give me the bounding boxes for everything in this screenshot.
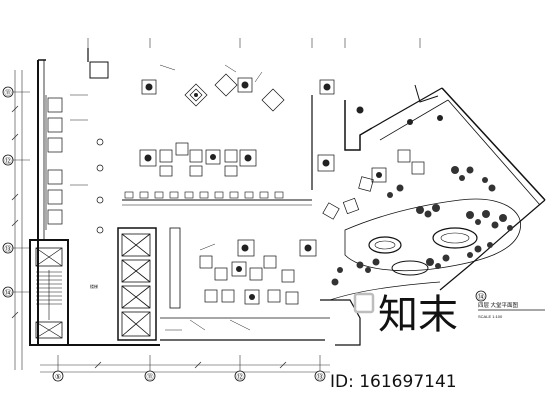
grid-bubble-col-5: ⑤ bbox=[52, 370, 64, 382]
stair-core bbox=[29, 239, 69, 346]
grid-row-bubbles: ⑪ ⑫ ⑬ ⑭ bbox=[2, 86, 14, 298]
leader-lines bbox=[70, 64, 263, 331]
svg-text:⑤: ⑤ bbox=[55, 373, 61, 381]
grid-bubble-col-11: ⑪ bbox=[144, 370, 156, 382]
lobby-furniture bbox=[124, 73, 425, 305]
grid-column-bubbles: ⑤ ⑪ ⑫ ⑬ ⑭ bbox=[52, 290, 487, 382]
plan-title: 四层 大堂平面图 bbox=[478, 301, 519, 309]
left-corridor-fixtures bbox=[45, 95, 104, 234]
svg-text:⑫: ⑫ bbox=[5, 157, 12, 165]
planter-symbols bbox=[144, 81, 443, 300]
title-block: 四层 大堂平面图 SCALE 1:100 bbox=[478, 301, 545, 319]
svg-text:⑫: ⑫ bbox=[237, 373, 244, 381]
building-walls bbox=[37, 48, 546, 346]
watermark: 知末 ID: 161697141 bbox=[330, 292, 458, 392]
svg-text:⑭: ⑭ bbox=[5, 289, 12, 297]
grid-bubble-col-12: ⑫ bbox=[234, 370, 246, 382]
svg-text:⑬: ⑬ bbox=[5, 245, 12, 253]
svg-text:⑪: ⑪ bbox=[147, 373, 154, 381]
grid-bubble-row-14: ⑭ bbox=[2, 286, 14, 298]
landscape-feature bbox=[329, 198, 522, 301]
svg-text:⑭: ⑭ bbox=[478, 293, 485, 301]
grid-bubble-row-11: ⑪ bbox=[2, 86, 14, 98]
watermark-logo-icon bbox=[353, 292, 375, 314]
room-label: 楼梯 bbox=[90, 283, 98, 289]
svg-text:⑬: ⑬ bbox=[317, 373, 324, 381]
watermark-id: ID: 161697141 bbox=[330, 372, 457, 392]
grid-bubble-col-14: ⑭ bbox=[475, 290, 487, 302]
grid-bubble-row-13: ⑬ bbox=[2, 242, 14, 254]
scale-note: SCALE 1:100 bbox=[478, 314, 503, 319]
grid-bubble-col-13: ⑬ bbox=[314, 370, 326, 382]
grid-bubble-row-12: ⑫ bbox=[2, 154, 14, 166]
watermark-brand: 知末 bbox=[378, 292, 458, 338]
svg-text:⑪: ⑪ bbox=[5, 89, 12, 97]
elevator-bank bbox=[117, 227, 181, 341]
shrub-clusters bbox=[331, 166, 513, 286]
